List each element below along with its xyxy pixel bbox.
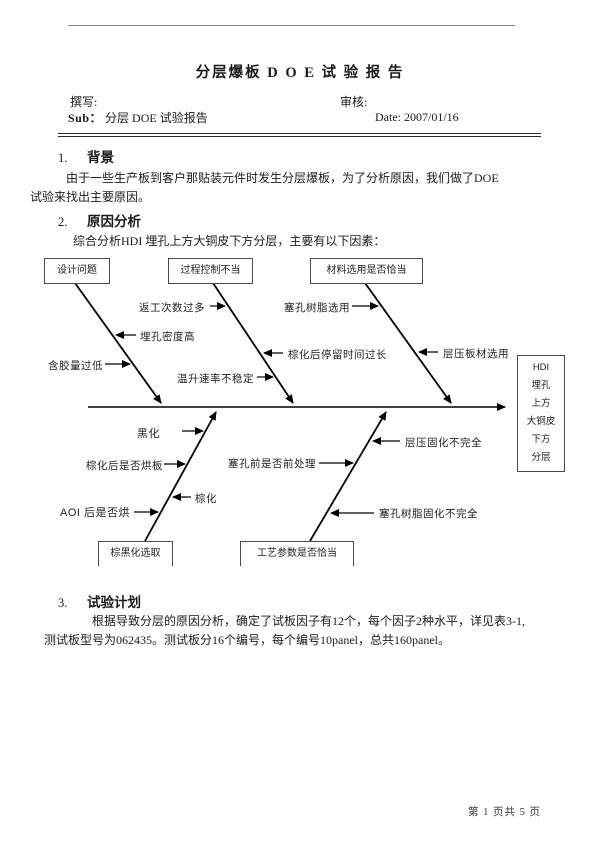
cause-label-brown-stay: 棕化后停留时间过长	[288, 349, 387, 361]
date-label: Date: 2007/01/16	[375, 110, 459, 124]
branch-craft	[309, 411, 387, 542]
fishbone-diagram-svg	[74, 282, 506, 542]
effect-line: 大铜皮	[526, 416, 556, 427]
category-box-material: 材料选用是否恰当	[310, 258, 423, 284]
cause-label-aoi-bake: AOI 后是否烘	[60, 507, 131, 519]
cause-label-glue-low: 含胶量过低	[48, 360, 103, 372]
effect-line: 埋孔	[531, 380, 551, 391]
cause-label-laminate-material: 层压板材选用	[443, 348, 509, 360]
section-3-heading: 3. 试验计划	[58, 591, 141, 611]
section-1-paragraph: 由于一些生产板到客户那贴装元件时发生分层爆板，为了分析原因，我们做了DOE 试验…	[30, 169, 528, 207]
cause-label-brown-bake: 棕化后是否烘板	[86, 460, 163, 472]
effect-box: HDI 埋孔 上方 大铜皮 下方 分层	[517, 355, 565, 472]
cause-label-hole-density: 埋孔密度高	[140, 331, 195, 343]
paragraph-line: 由于一些生产板到客户那贴装元件时发生分层爆板，为了分析原因，我们做了DOE	[66, 171, 499, 185]
section-2-heading: 2. 原因分析	[58, 210, 141, 230]
branch-brown-black	[144, 411, 217, 542]
section-2-paragraph: 综合分析HDI 埋孔上方大铜皮下方分层，主要有以下因素：	[30, 232, 528, 251]
section-2-title: 原因分析	[87, 214, 141, 229]
top-rule	[68, 25, 515, 26]
paragraph-line: 试验来找出主要原因。	[30, 190, 151, 204]
section-3-title: 试验计划	[87, 595, 141, 610]
effect-line: 下方	[531, 434, 551, 445]
cause-label-plug-resin: 塞孔树脂选用	[284, 302, 350, 314]
paragraph-line: 根据导致分层的原因分析，确定了试板因子有12个，每个因子2种水平，详见表3-1,	[92, 614, 525, 628]
category-box-process: 过程控制不当	[168, 258, 253, 284]
effect-line: 上方	[531, 398, 551, 409]
cause-label-rework: 返工次数过多	[139, 302, 205, 314]
branch-material	[364, 282, 452, 404]
header-double-rule	[58, 133, 541, 137]
cause-label-plug-pretreat: 塞孔前是否前处理	[228, 458, 316, 470]
section-2-number: 2.	[58, 215, 68, 229]
branch-design	[74, 282, 162, 404]
cause-label-laminate-cure: 层压固化不完全	[405, 437, 482, 449]
subject-value: 分层 DOE 试验报告	[105, 111, 208, 125]
section-3-number: 3.	[58, 596, 68, 610]
subject-row: Sub： 分层 DOE 试验报告	[68, 109, 208, 126]
category-box-brown-black: 棕黑化选取	[98, 541, 173, 566]
cause-label-plug-resin-cure: 塞孔树脂固化不完全	[379, 508, 478, 520]
cause-label-black: 黑化	[137, 428, 160, 440]
cause-label-brown: 棕化	[195, 493, 217, 505]
section-3-paragraph: 根据导致分层的原因分析，确定了试板因子有12个，每个因子2种水平，详见表3-1,…	[44, 612, 549, 650]
effect-line: HDI	[532, 362, 550, 373]
paragraph-line: 综合分析HDI 埋孔上方大铜皮下方分层，主要有以下因素：	[73, 234, 386, 248]
branch-process	[212, 282, 294, 404]
reviewer-label: 审核:	[340, 95, 368, 109]
section-1-title: 背景	[87, 150, 114, 165]
section-1-number: 1.	[58, 151, 68, 165]
cause-label-temp-rise: 温升速率不稳定	[177, 373, 254, 385]
subject-label: Sub：	[68, 111, 103, 125]
category-box-design: 设计问题	[44, 258, 110, 284]
section-1-heading: 1. 背景	[58, 146, 114, 166]
effect-line: 分层	[531, 452, 551, 463]
page-number: 第 1 页共 5 页	[468, 807, 541, 818]
author-label: 撰写:	[70, 95, 98, 109]
paragraph-line: 测试板型号为062435。测试板分16个编号，每个编号10panel，总共160…	[44, 633, 450, 647]
category-box-craft: 工艺参数是否恰当	[240, 541, 354, 566]
page-title: 分层爆板 D O E 试 验 报 告	[195, 65, 405, 81]
